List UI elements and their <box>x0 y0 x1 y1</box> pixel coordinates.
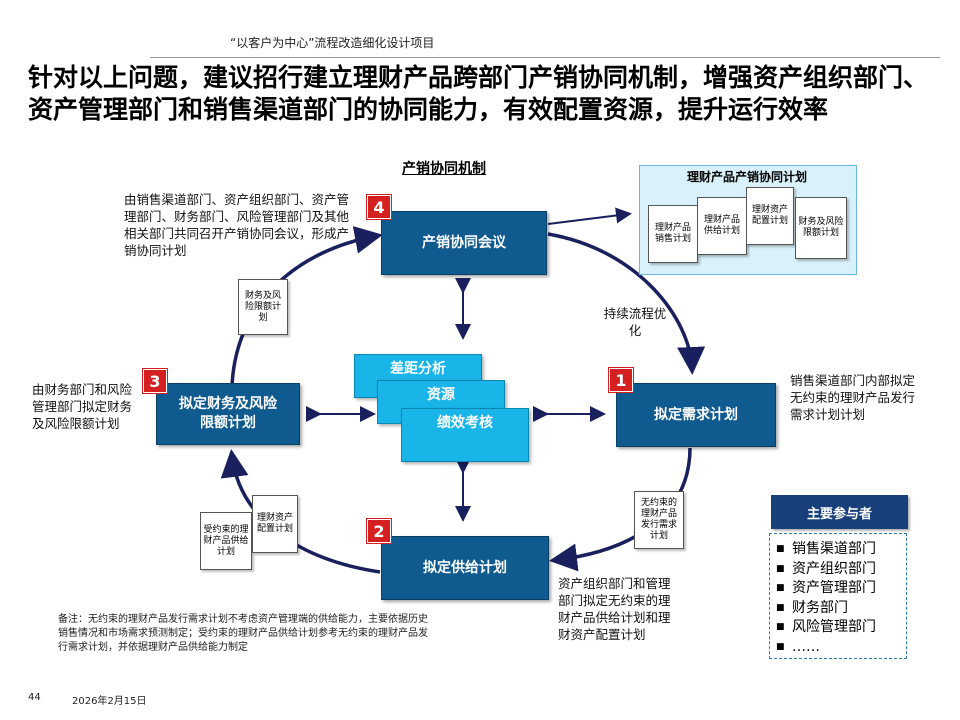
participant-item: ■…… <box>776 638 820 655</box>
participant-item: ■销售渠道部门 <box>776 541 876 557</box>
step-1-label: 拟定需求计划 <box>654 406 738 423</box>
step-1-description: 销售渠道部门内部拟定无约束的理财产品发行需求计划计划 <box>790 373 916 422</box>
step-4-label: 产销协同会议 <box>422 234 506 251</box>
footer-date: 2026年2月15日 <box>72 696 147 707</box>
step-1-badge: 1 <box>609 368 633 392</box>
cycle-label: 持续流程优化 <box>603 306 667 338</box>
page-title: 针对以上问题，建议招行建立理财产品跨部门产销协同机制，增强资产组织部门、资产管理… <box>28 63 929 124</box>
plan-doc-sales: 理财产品销售计划 <box>648 205 698 263</box>
footnote: 备注：无约束的理财产品发行需求计划不考虑资产管理端的供给能力，主要依据历史销售情… <box>58 614 428 653</box>
plan-panel-title: 理财产品产销协同计划 <box>686 170 807 184</box>
participant-item: ■风险管理部门 <box>776 619 876 635</box>
step-2-label: 拟定供给计划 <box>423 559 507 576</box>
plan-doc-risk: 财务及风险限额计划 <box>795 197 847 259</box>
participants-list: ■销售渠道部门 ■资产组织部门 ■资产管理部门 ■财务部门 ■风险管理部门 ■…… <box>769 533 907 659</box>
step-3-box: 拟定财务及风险限额计划 <box>156 383 300 445</box>
asset-plan-doc: 理财资产配置计划 <box>252 495 298 553</box>
page-number: 44 <box>28 692 41 703</box>
header-divider <box>150 57 940 58</box>
center-item-performance: 绩效考核 <box>401 408 529 462</box>
step-2-description: 资产组织部门和管理部门拟定无约束的理财产品供给计划和理财资产配置计划 <box>558 576 671 642</box>
step-2-box: 拟定供给计划 <box>381 536 549 600</box>
participant-item: ■资产组织部门 <box>776 560 876 577</box>
step-4-description: 由销售渠道部门、资产组织部门、资产管理部门、财务部门、风险管理部门及其他相关部门… <box>124 192 350 258</box>
plan-doc-supply: 理财产品供给计划 <box>697 197 747 255</box>
step-4-box: 产销协同会议 <box>381 211 547 275</box>
step-1-box: 拟定需求计划 <box>616 383 776 447</box>
demand-plan-doc: 无约束的理财产品发行需求计划 <box>634 491 684 549</box>
arrow-4-to-1 <box>547 232 706 375</box>
diagram-caption: 产销协同机制 <box>402 161 486 177</box>
step-3-badge: 3 <box>143 369 167 393</box>
supply-plan-doc: 受约束的理财产品供给计划 <box>200 512 252 570</box>
risk-plan-doc: 财务及风险限额计划 <box>238 279 288 335</box>
step-4-badge: 4 <box>367 195 391 219</box>
project-title: “以客户为中心”流程改造细化设计项目 <box>230 36 435 50</box>
step-3-label: 拟定财务及风险限额计划 <box>179 396 277 431</box>
plan-doc-asset: 理财资产配置计划 <box>746 187 794 245</box>
participants-title: 主要参与者 <box>771 495 908 529</box>
participant-item: ■资产管理部门 <box>776 580 876 596</box>
step-3-description: 由财务部门和风险管理部门拟定财务及风险限额计划 <box>32 382 133 431</box>
step-2-badge: 2 <box>367 519 391 543</box>
participant-item: ■财务部门 <box>776 599 848 616</box>
